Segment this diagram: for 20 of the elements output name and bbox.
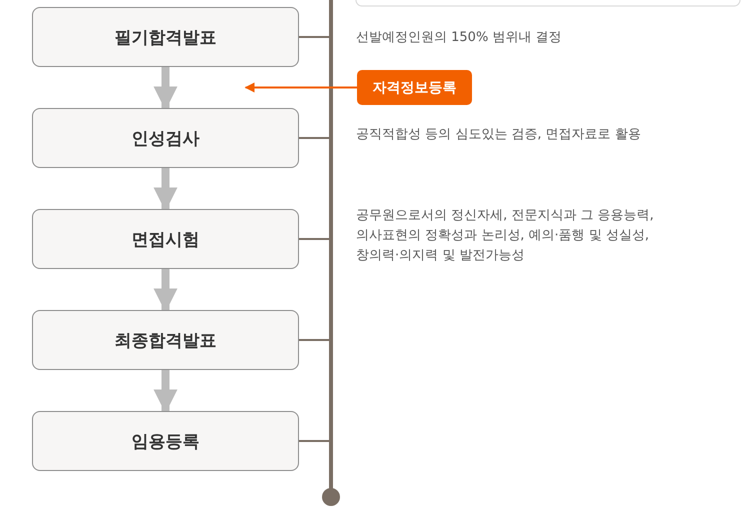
description-text: 공직적합성 등의 심도있는 검증, 면접자료로 활용	[356, 126, 642, 144]
step-box	[32, 108, 299, 168]
step-box	[32, 411, 299, 471]
arrow	[244, 82, 357, 92]
step-box	[32, 7, 299, 67]
arrow	[154, 168, 178, 212]
arrow	[154, 269, 178, 312]
step-title: 면접시험	[132, 228, 200, 250]
step-box	[32, 209, 299, 269]
description-text: 선발예정인원의 150% 범위내 결정	[356, 29, 563, 47]
description-text: 공무원으로서의 정신자세, 전문지식과 그 응용능력, 의사표현의 정확성과 논리성, 예의·품행 및 성실성, 창의력·의지력 및 발전가능성	[356, 207, 655, 265]
arrow	[154, 67, 178, 110]
step-title: 자격정보등록	[372, 78, 456, 96]
step-title: 인성검사	[132, 128, 200, 150]
arrow	[154, 370, 178, 414]
step-box	[32, 310, 299, 370]
step-title: 최종합격발표	[114, 330, 216, 352]
badge-label	[357, 70, 472, 105]
step-title: 필기합격발표	[114, 26, 216, 48]
step-title: 임용등록	[132, 430, 200, 452]
